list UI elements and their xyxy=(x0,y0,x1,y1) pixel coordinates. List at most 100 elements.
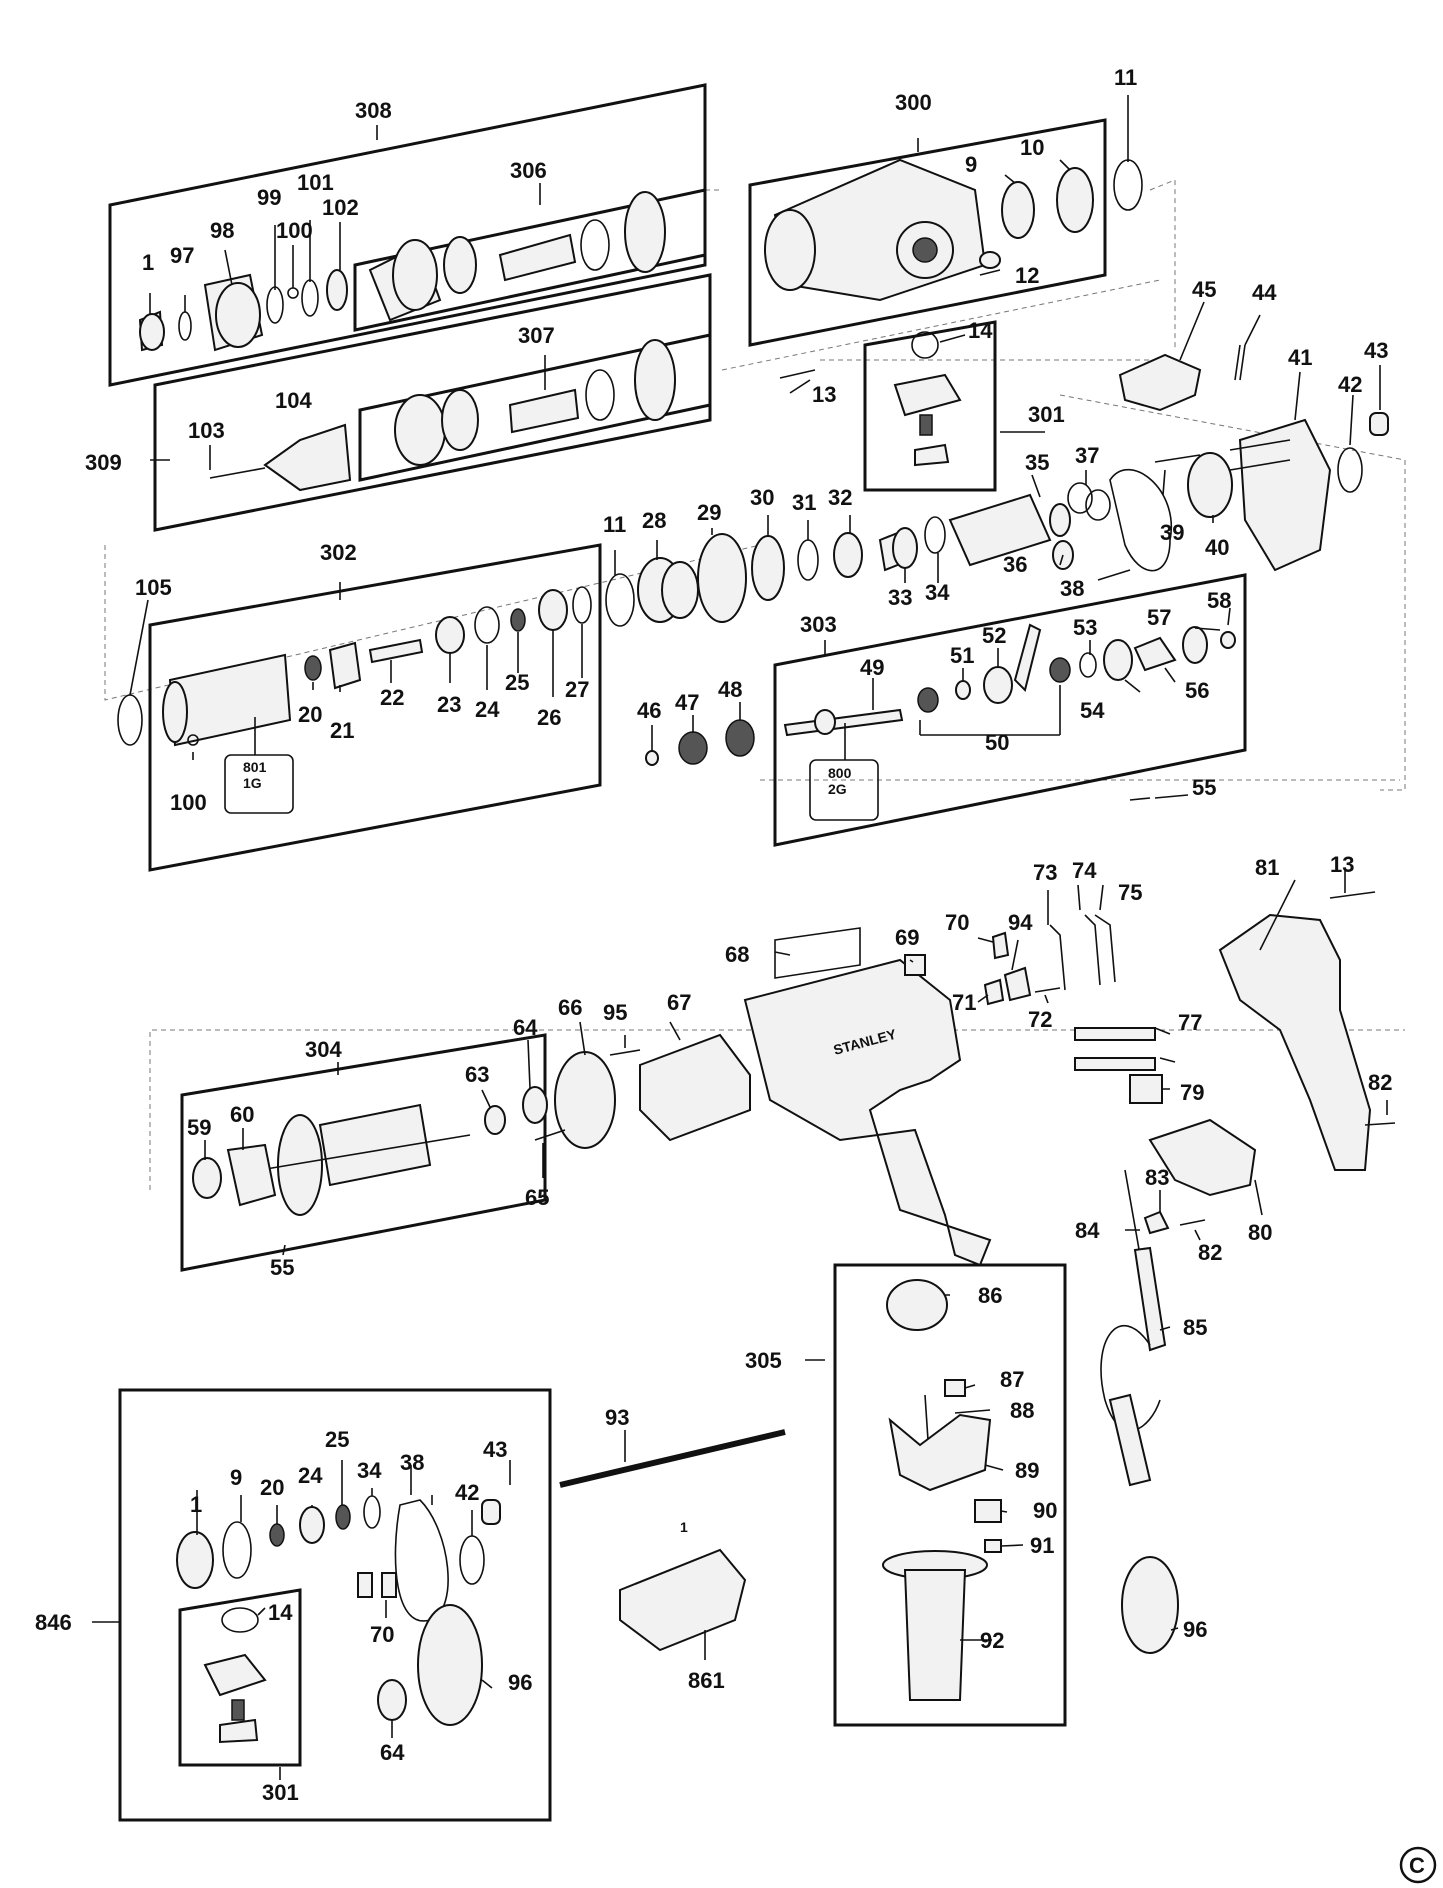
part-25-ring xyxy=(510,608,526,632)
label-28: 28 xyxy=(642,508,666,533)
part-54-bush xyxy=(1103,639,1133,681)
part-63-bearing xyxy=(484,1105,506,1135)
part-90-block xyxy=(974,1499,1002,1523)
label-51: 51 xyxy=(950,643,974,668)
label-47: 47 xyxy=(675,690,699,715)
part-50-needle-a xyxy=(917,687,939,713)
part-46-washer xyxy=(645,750,659,766)
label-95: 95 xyxy=(603,1000,627,1025)
label-82-mid: 82 xyxy=(1198,1240,1222,1265)
part-79-capacitor xyxy=(1129,1074,1163,1104)
label-13-lower: 13 xyxy=(1330,852,1354,877)
part-43-pin xyxy=(1369,412,1389,436)
label-66: 66 xyxy=(558,995,582,1020)
label-59: 59 xyxy=(187,1115,211,1140)
label-10: 10 xyxy=(1020,135,1044,160)
part-88-bolt xyxy=(924,1394,929,1441)
tag-801-code: 1G xyxy=(243,775,262,791)
group-boxes xyxy=(108,83,1247,1822)
part-10-bearing xyxy=(1056,167,1094,233)
label-300: 300 xyxy=(895,90,932,115)
label-67: 67 xyxy=(667,990,691,1015)
part-45-lever xyxy=(1118,353,1202,412)
box-302 xyxy=(148,543,602,872)
part-98-sleeve xyxy=(203,273,264,352)
label-101: 101 xyxy=(297,170,334,195)
label-56: 56 xyxy=(1185,678,1209,703)
part-30-clutch xyxy=(751,535,785,601)
part-40-nut xyxy=(1187,452,1233,518)
part-846-25 xyxy=(335,1504,351,1530)
label-9-kit: 9 xyxy=(230,1465,242,1490)
part-71-clip xyxy=(983,978,1005,1006)
part-number-labels: 308 300 11 9 10 306 99 101 100 102 98 97… xyxy=(35,65,1392,1805)
label-72: 72 xyxy=(1028,1007,1052,1032)
part-95-screw xyxy=(609,1049,641,1056)
label-24-mid: 24 xyxy=(475,697,500,722)
leader-lines xyxy=(92,95,1388,1780)
part-20-spring xyxy=(304,655,322,681)
part-24-ring xyxy=(474,606,500,644)
label-20-kit: 20 xyxy=(260,1475,284,1500)
part-52-gear xyxy=(983,623,1042,704)
label-96-right: 96 xyxy=(1183,1617,1207,1642)
box-301b xyxy=(178,1588,302,1767)
part-27-ring xyxy=(572,586,592,624)
label-64-kit: 64 xyxy=(380,1740,405,1765)
part-9-ring xyxy=(1001,181,1035,239)
label-75: 75 xyxy=(1118,880,1142,905)
label-308: 308 xyxy=(355,98,392,123)
label-29: 29 xyxy=(697,500,721,525)
part-89-bracket xyxy=(888,1413,992,1492)
copyright-mark: C xyxy=(1399,1846,1437,1884)
part-68-label xyxy=(774,927,861,979)
part-50-needle-b xyxy=(1049,657,1071,683)
label-14-kit: 14 xyxy=(268,1600,293,1625)
label-55-lower: 55 xyxy=(270,1255,294,1280)
label-82-right: 82 xyxy=(1368,1070,1392,1095)
part-307-chuck xyxy=(394,339,676,466)
label-23: 23 xyxy=(437,692,461,717)
part-shapes: STANLEY xyxy=(117,158,1396,1744)
label-92: 92 xyxy=(980,1628,1004,1653)
part-92-grip xyxy=(882,1550,988,1701)
part-11-ring xyxy=(1113,159,1143,211)
box-307 xyxy=(358,333,712,482)
label-79: 79 xyxy=(1180,1080,1204,1105)
label-71: 71 xyxy=(952,990,976,1015)
label-45: 45 xyxy=(1192,277,1216,302)
label-52: 52 xyxy=(982,623,1006,648)
part-846-24 xyxy=(299,1506,325,1544)
tag-801-number: 801 xyxy=(243,759,267,775)
label-50: 50 xyxy=(985,730,1009,755)
part-53-washer xyxy=(1079,652,1097,678)
part-13-screw xyxy=(779,369,816,379)
label-99: 99 xyxy=(257,185,281,210)
tag-800 xyxy=(809,759,879,821)
label-13-top: 13 xyxy=(812,382,836,407)
label-12: 12 xyxy=(1015,263,1039,288)
part-100-ball xyxy=(287,287,299,299)
label-21: 21 xyxy=(330,718,354,743)
part-77-brushes xyxy=(1074,1027,1156,1071)
label-861: 861 xyxy=(688,1668,725,1693)
part-22-pin xyxy=(368,638,424,664)
part-34-oring xyxy=(924,516,946,554)
part-846-43 xyxy=(481,1499,501,1525)
label-22: 22 xyxy=(380,685,404,710)
label-90: 90 xyxy=(1033,1498,1057,1523)
label-1-case: 1 xyxy=(680,1519,688,1535)
label-30: 30 xyxy=(750,485,774,510)
label-42-kit: 42 xyxy=(455,1480,479,1505)
part-846-96 xyxy=(417,1604,483,1726)
part-56-plate xyxy=(1133,636,1177,672)
label-20-mid: 20 xyxy=(298,702,322,727)
part-64-ring xyxy=(522,1086,548,1124)
part-82b-screw xyxy=(1179,1219,1206,1226)
part-82a-screw xyxy=(1364,1122,1396,1126)
label-88: 88 xyxy=(1010,1398,1034,1423)
part-84-85-cord xyxy=(1100,1169,1167,1487)
label-70-lower: 70 xyxy=(945,910,969,935)
label-84: 84 xyxy=(1075,1218,1100,1243)
part-47-gear xyxy=(678,731,708,765)
